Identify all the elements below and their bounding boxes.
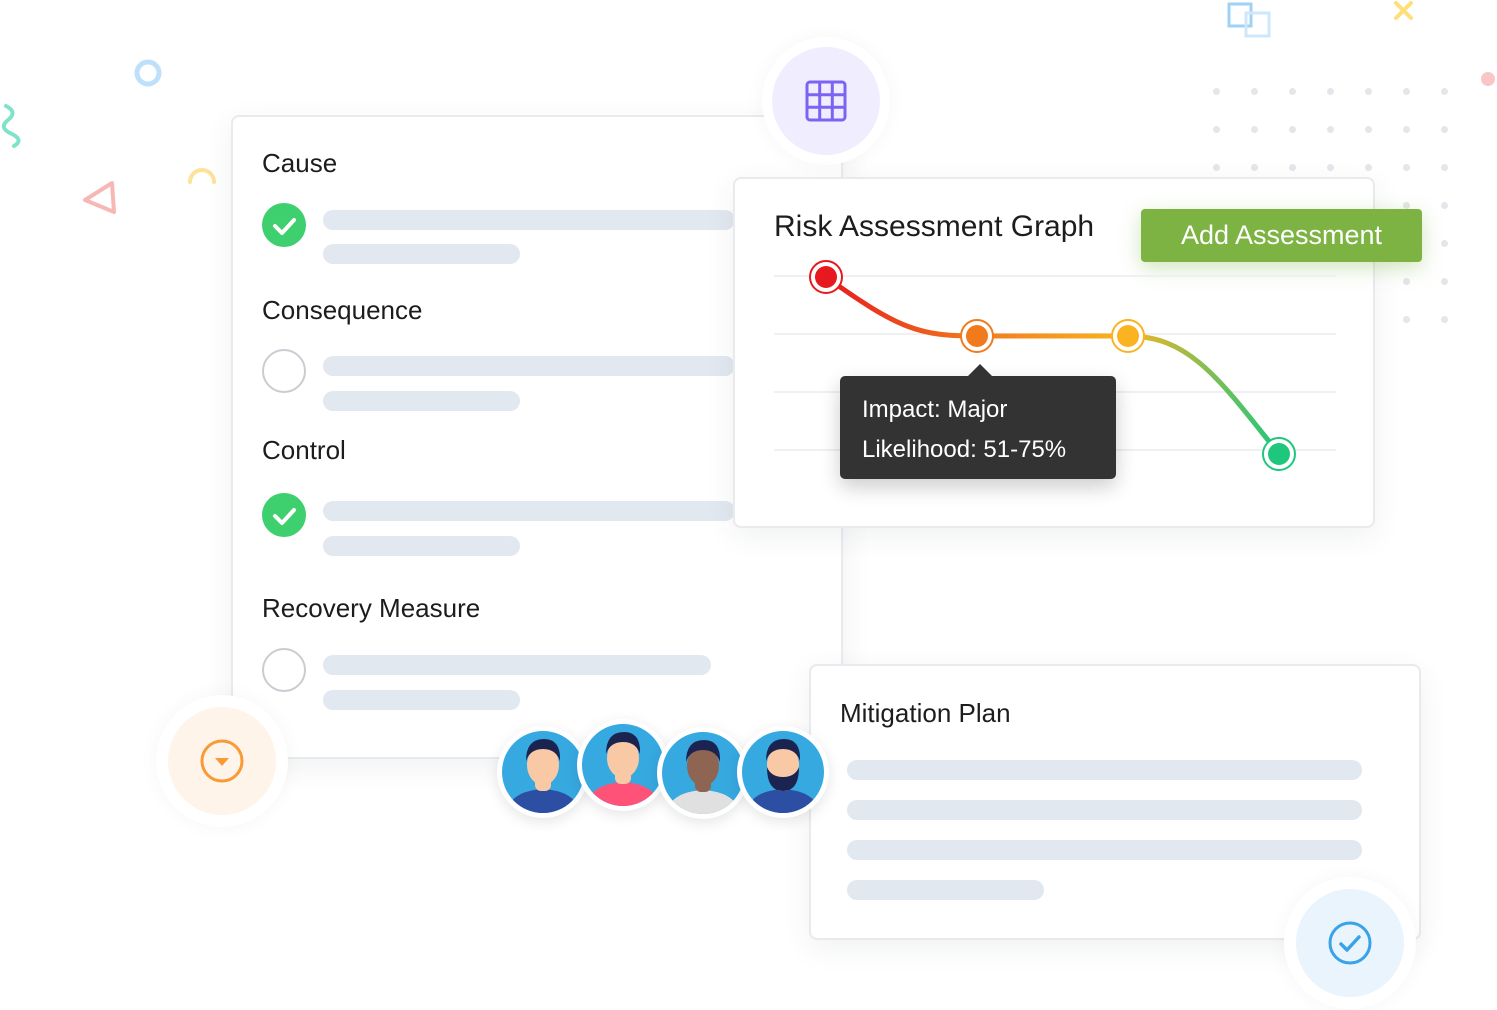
grid-dot <box>1327 126 1334 133</box>
dropdown-badge-button[interactable] <box>168 707 276 815</box>
risk-tooltip: Impact: Major Likelihood: 51-75% <box>840 364 1116 479</box>
square-decoration <box>1227 2 1253 28</box>
grid-dot <box>1441 278 1448 285</box>
avatar[interactable] <box>737 726 829 818</box>
check-icon[interactable] <box>262 493 306 537</box>
grid-dot <box>1403 316 1410 323</box>
grid-dot <box>1441 240 1448 247</box>
grid-dot <box>1403 278 1410 285</box>
risk-point[interactable] <box>1262 437 1296 471</box>
tooltip-likelihood: Likelihood: 51-75% <box>862 436 1067 463</box>
complete-badge-button[interactable] <box>1296 889 1404 997</box>
placeholder-bar <box>847 800 1362 820</box>
section-label-cause: Cause <box>262 148 338 178</box>
placeholder-bar <box>323 655 711 675</box>
placeholder-bar <box>323 356 735 376</box>
arc-decoration <box>188 168 216 184</box>
grid-dot <box>1365 126 1372 133</box>
avatar[interactable] <box>577 719 669 811</box>
empty-checkbox[interactable] <box>262 349 306 393</box>
grid-dot <box>1289 126 1296 133</box>
placeholder-bar <box>323 391 520 411</box>
check-icon[interactable] <box>262 203 306 247</box>
grid-dot <box>1441 88 1448 95</box>
graph-title: Risk Assessment Graph <box>774 210 1095 243</box>
placeholder-bar <box>323 501 735 521</box>
placeholder-bar <box>323 690 520 710</box>
check-circle-icon <box>1328 921 1372 965</box>
mitigation-title: Mitigation Plan <box>840 698 1011 728</box>
grid-dot <box>1251 164 1258 171</box>
risk-point[interactable] <box>809 260 843 294</box>
squiggle-decoration <box>1 104 21 148</box>
grid-dot <box>1327 164 1334 171</box>
ring-decoration <box>134 59 162 87</box>
grid-dot <box>1403 202 1410 209</box>
risk-point[interactable] <box>1111 319 1145 353</box>
placeholder-bar <box>847 880 1044 900</box>
dot-decoration <box>1481 72 1495 86</box>
grid-dot <box>1403 126 1410 133</box>
grid-dot <box>1441 316 1448 323</box>
table-grid-button[interactable] <box>772 47 880 155</box>
placeholder-bar <box>847 840 1362 860</box>
add-assessment-button[interactable]: Add Assessment <box>1141 209 1422 262</box>
grid-dot <box>1213 164 1220 171</box>
grid-dot <box>1327 88 1334 95</box>
section-label-control: Control <box>262 435 346 465</box>
grid-dot <box>1403 164 1410 171</box>
section-label-consequence: Consequence <box>262 295 423 325</box>
grid-dot <box>1251 126 1258 133</box>
placeholder-bar <box>847 760 1362 780</box>
avatar[interactable] <box>497 726 589 818</box>
grid-dot <box>1441 126 1448 133</box>
avatar[interactable] <box>657 727 749 819</box>
chevron-down-circle-icon <box>200 739 244 783</box>
x-decoration <box>1394 1 1413 20</box>
grid-dot <box>1289 164 1296 171</box>
placeholder-bar <box>323 244 520 264</box>
risk-point[interactable] <box>960 319 994 353</box>
grid-dot <box>1365 164 1372 171</box>
grid-dot <box>1441 202 1448 209</box>
grid-dot <box>1289 88 1296 95</box>
section-label-recovery-measure: Recovery Measure <box>262 593 481 623</box>
grid-dot <box>1403 88 1410 95</box>
grid-dot <box>1213 126 1220 133</box>
placeholder-bar <box>323 536 520 556</box>
grid-dot <box>1365 88 1372 95</box>
empty-checkbox[interactable] <box>262 648 306 692</box>
grid-dot <box>1251 88 1258 95</box>
tooltip-impact: Impact: Major <box>862 396 1008 423</box>
placeholder-bar <box>323 210 735 230</box>
table-grid-icon <box>805 80 847 122</box>
grid-dot <box>1213 88 1220 95</box>
grid-dot <box>1441 164 1448 171</box>
triangle-decoration <box>83 181 116 214</box>
